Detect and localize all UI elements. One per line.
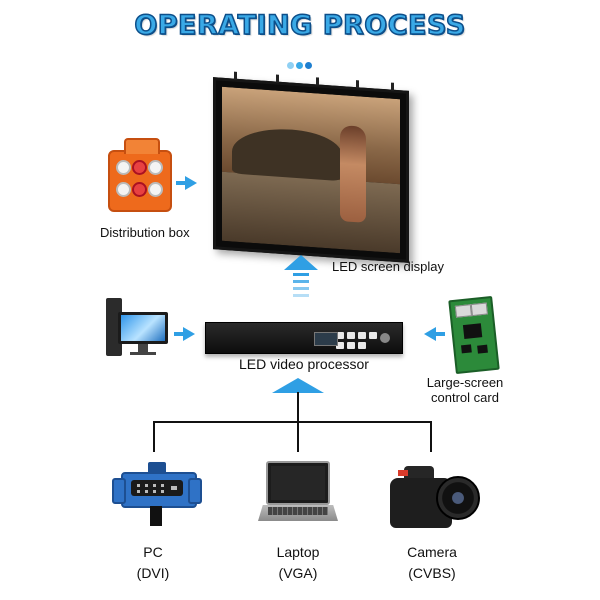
- control-card-label: Large-screen control card: [426, 375, 504, 405]
- connector-line: [153, 421, 155, 452]
- source-pc-label: PC (DVI): [136, 544, 170, 581]
- page-title: OPERATING PROCESS: [134, 9, 466, 42]
- source-laptop-label: Laptop (VGA): [276, 544, 320, 581]
- arrow-right-icon: [185, 176, 197, 190]
- distribution-box-label: Distribution box: [100, 225, 190, 240]
- arrow-bar: [293, 280, 309, 283]
- source-camera-label: Camera (CVBS): [407, 544, 457, 581]
- arrow-shaft: [435, 332, 445, 336]
- arrow-bar: [293, 273, 309, 276]
- camera-lens: [436, 476, 480, 520]
- led-screen-image: [213, 71, 409, 263]
- arrow-right-icon: [183, 327, 195, 341]
- arrow-up-icon: [272, 378, 324, 393]
- arrow-bar: [293, 287, 309, 290]
- title-dots: [287, 56, 314, 74]
- arrow-shaft: [176, 181, 186, 185]
- control-card-image: [448, 295, 500, 375]
- video-processor-label: LED video processor: [239, 356, 369, 372]
- laptop-image: [266, 461, 330, 505]
- connector-line: [153, 421, 432, 423]
- video-processor-image: [205, 322, 403, 354]
- arrow-shaft: [174, 332, 184, 336]
- dot: [296, 62, 303, 69]
- connector-line: [430, 421, 432, 452]
- arrow-left-icon: [424, 327, 436, 341]
- led-screen-label: LED screen display: [332, 259, 444, 274]
- arrow-bar: [293, 294, 309, 297]
- monitor-image: [118, 312, 168, 344]
- dvi-screw: [112, 478, 126, 504]
- dot: [305, 62, 312, 69]
- distribution-box-image: [108, 138, 172, 212]
- dvi-screw: [188, 478, 202, 504]
- dot: [287, 62, 294, 69]
- arrow-up-icon: [284, 255, 318, 270]
